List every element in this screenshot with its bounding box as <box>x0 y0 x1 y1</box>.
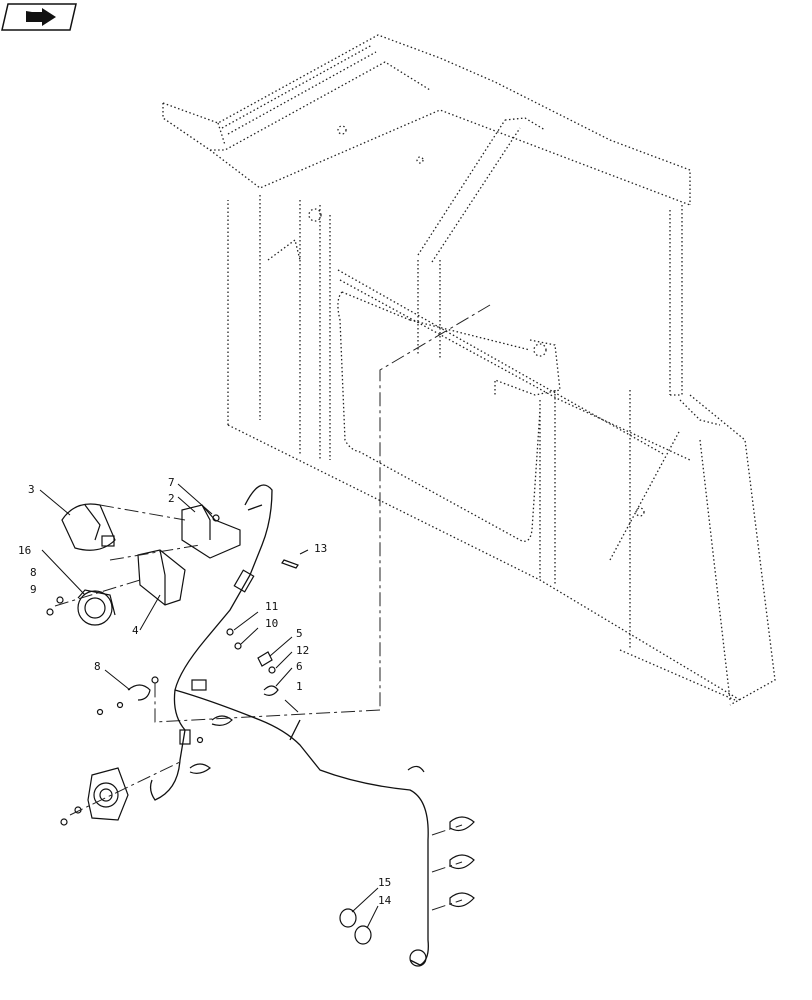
callout-13: 13 <box>314 542 327 555</box>
leader-line-frame <box>154 680 381 723</box>
callout-7: 7 <box>168 476 175 489</box>
callout-11: 11 <box>265 600 278 613</box>
clamp-upper <box>211 715 233 726</box>
nut-11 <box>226 628 234 636</box>
bolt-12 <box>268 666 276 674</box>
back-arrow-icon[interactable] <box>1 3 77 31</box>
callout-6: 6 <box>296 660 303 673</box>
mount-bracket <box>137 549 186 606</box>
callout-10: 10 <box>265 617 278 630</box>
callout-8-lower: 8 <box>94 660 101 673</box>
callout-16: 16 <box>18 544 31 557</box>
callout-1: 1 <box>296 680 303 693</box>
pin-13 <box>281 559 299 569</box>
grommet-14 <box>354 925 372 945</box>
washer-10 <box>234 642 242 650</box>
callout-4: 4 <box>132 624 139 637</box>
bolt-7 <box>212 514 220 522</box>
callout-8-upper: 8 <box>30 566 37 579</box>
clamp-5 <box>257 651 273 667</box>
leader-line-center <box>379 304 491 710</box>
callout-9: 9 <box>30 583 37 596</box>
bolt-lower <box>60 818 68 826</box>
callout-15: 15 <box>378 876 391 889</box>
callout-14: 14 <box>378 894 392 907</box>
washer-8 <box>56 596 64 604</box>
bolt-9 <box>46 608 54 616</box>
p-clamps <box>431 816 475 911</box>
callout-3: 3 <box>28 483 35 496</box>
callout-2: 2 <box>168 492 175 505</box>
wire-harness <box>149 484 429 967</box>
clip-wire <box>407 765 425 773</box>
machine-frame <box>162 34 776 706</box>
callout-12: 12 <box>296 644 309 657</box>
work-lamp <box>61 503 186 551</box>
round-lamp-lower <box>87 767 129 821</box>
callout-5: 5 <box>296 627 303 640</box>
round-lamp-upper <box>77 589 116 626</box>
grommet-15 <box>339 908 357 928</box>
clip-6 <box>263 685 279 696</box>
clamp-mid <box>189 763 211 774</box>
clip-8 <box>96 676 159 716</box>
bolt-mid <box>196 736 204 744</box>
